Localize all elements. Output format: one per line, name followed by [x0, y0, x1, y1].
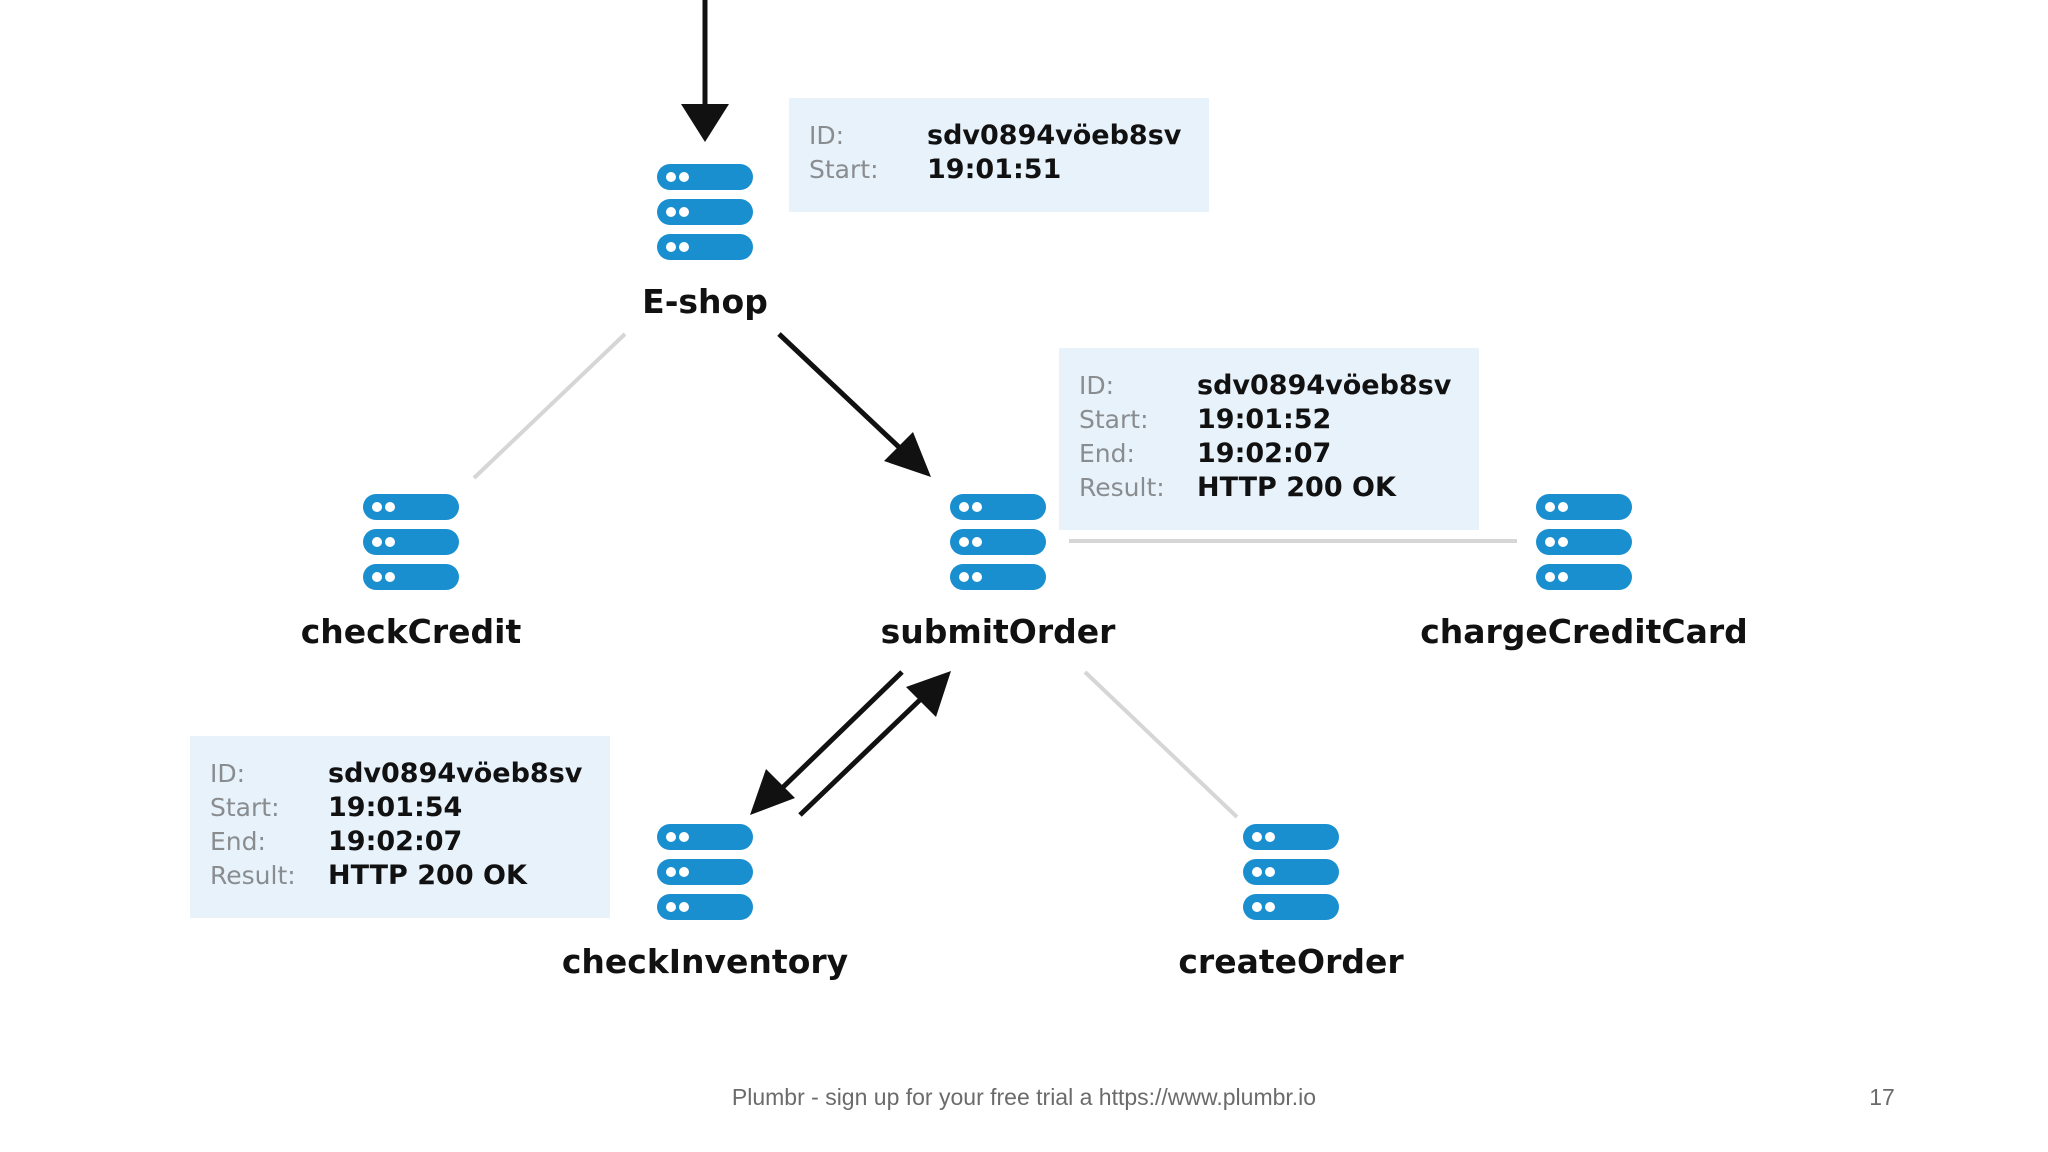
- arrowhead: [681, 104, 729, 142]
- edge-eshop-submitorder: [777, 332, 904, 452]
- info-value: sdv0894vöeb8sv: [927, 119, 1182, 151]
- footer-text: Plumbr - sign up for your free trial a h…: [731, 1084, 1317, 1110]
- server-stack-icon: [363, 494, 459, 590]
- node-label: chargeCreditCard: [1420, 612, 1748, 651]
- node-eshop[interactable]: E-shop: [525, 164, 885, 334]
- info-value: 19:02:07: [1197, 437, 1332, 469]
- info-row: Start: 19:01:51: [809, 152, 1181, 186]
- info-value: 19:01:52: [1197, 403, 1332, 435]
- server-stack-icon: [1536, 494, 1632, 590]
- arrowhead: [750, 769, 795, 815]
- server-stack-icon: [950, 494, 1046, 590]
- info-row: Start: 19:01:52: [1079, 402, 1451, 436]
- info-key: Start:: [809, 154, 879, 184]
- info-row: ID: sdv0894vöeb8sv: [809, 118, 1181, 152]
- node-chargecreditcard[interactable]: chargeCreditCard: [1404, 494, 1764, 664]
- info-key: ID:: [809, 120, 845, 150]
- info-row: ID: sdv0894vöeb8sv: [1079, 368, 1451, 402]
- edge-checkinventory-submitorder: [798, 694, 926, 817]
- edge-eshop-checkcredit: [472, 332, 627, 480]
- info-row: End: 19:02:07: [1079, 436, 1451, 470]
- node-checkcredit[interactable]: checkCredit: [231, 494, 591, 664]
- info-value: 19:02:07: [328, 825, 463, 857]
- node-label: checkInventory: [561, 942, 849, 981]
- info-key: Start:: [1079, 404, 1149, 434]
- edge-submitorder-createorder: [1083, 670, 1239, 819]
- info-value: 19:01:51: [927, 153, 1062, 185]
- node-label: checkCredit: [300, 612, 522, 651]
- node-submitorder[interactable]: submitOrder: [818, 494, 1178, 664]
- info-value: sdv0894vöeb8sv: [1197, 369, 1452, 401]
- arrowhead: [906, 671, 951, 717]
- info-row: End: 19:02:07: [210, 824, 582, 858]
- info-row: Result: HTTP 200 OK: [1079, 470, 1451, 504]
- server-stack-icon: [1243, 824, 1339, 920]
- info-box-checkinventory: ID: sdv0894vöeb8sv Start: 19:01:54 End: …: [190, 736, 610, 918]
- info-key: Result:: [210, 860, 296, 890]
- node-label: createOrder: [1178, 942, 1404, 981]
- page-number: 17: [1869, 1084, 1895, 1110]
- server-stack-icon: [657, 824, 753, 920]
- arrowhead: [884, 432, 931, 477]
- node-label: submitOrder: [880, 612, 1116, 651]
- info-key: Start:: [210, 792, 280, 822]
- edge-submitorder-checkinventory: [775, 670, 904, 795]
- server-stack-icon: [657, 164, 753, 260]
- node-createorder[interactable]: createOrder: [1111, 824, 1471, 994]
- info-key: End:: [210, 826, 266, 856]
- info-box-eshop: ID: sdv0894vöeb8sv Start: 19:01:51: [789, 98, 1209, 212]
- node-label: E-shop: [642, 282, 768, 321]
- info-key: ID:: [210, 758, 246, 788]
- node-checkinventory[interactable]: checkInventory: [525, 824, 885, 994]
- info-value: HTTP 200 OK: [1197, 471, 1396, 503]
- info-key: End:: [1079, 438, 1135, 468]
- info-value: sdv0894vöeb8sv: [328, 757, 583, 789]
- info-row: Start: 19:01:54: [210, 790, 582, 824]
- info-box-submitorder: ID: sdv0894vöeb8sv Start: 19:01:52 End: …: [1059, 348, 1479, 530]
- info-row: Result: HTTP 200 OK: [210, 858, 582, 892]
- info-value: HTTP 200 OK: [328, 859, 527, 891]
- info-key: Result:: [1079, 472, 1165, 502]
- info-value: 19:01:54: [328, 791, 463, 823]
- info-key: ID:: [1079, 370, 1115, 400]
- info-row: ID: sdv0894vöeb8sv: [210, 756, 582, 790]
